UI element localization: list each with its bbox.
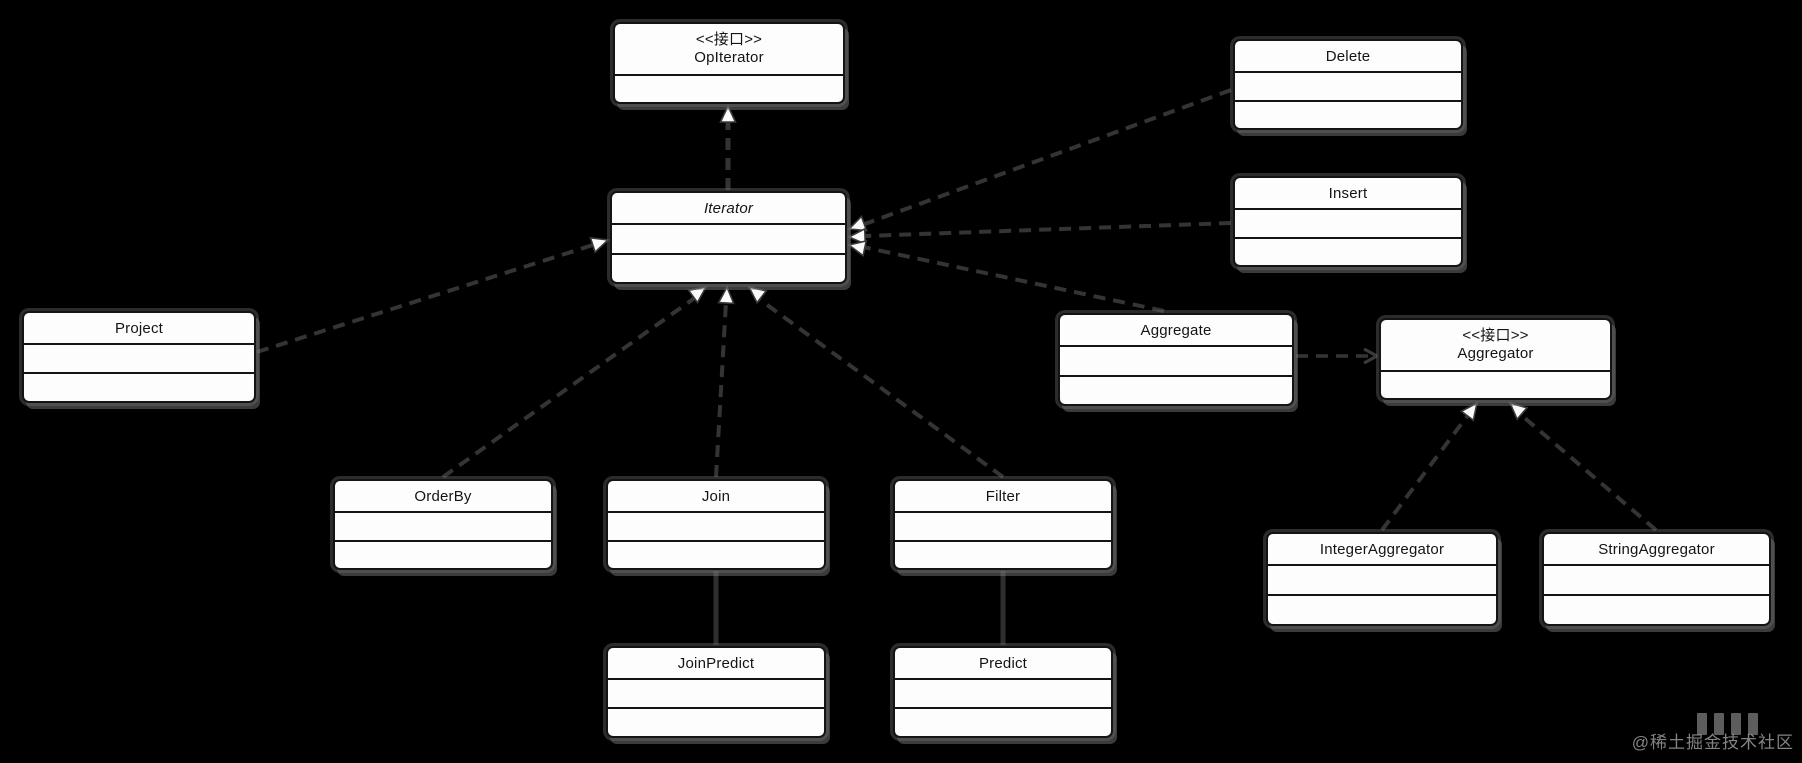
watermark-text: @稀土掘金技术社区 <box>1631 733 1794 752</box>
class-box-opiterator: <<接口>> OpIterator <box>613 22 845 104</box>
methods-compartment <box>612 252 845 283</box>
attributes-compartment <box>895 680 1111 707</box>
class-title: Insert <box>1235 178 1461 210</box>
attributes-compartment <box>895 513 1111 540</box>
class-box-delete: Delete <box>1233 39 1463 130</box>
class-box-orderby: OrderBy <box>333 479 553 570</box>
realization-delete-iterator <box>861 88 1232 227</box>
class-box-project: Project <box>22 311 256 403</box>
class-box-predict: Predict <box>893 646 1113 738</box>
stereotype-label: <<接口>> <box>1462 327 1529 344</box>
watermark-logo-fragment <box>1697 713 1758 735</box>
class-box-joinpredict: JoinPredict <box>606 646 826 738</box>
realization-insert-iterator <box>863 221 1232 238</box>
methods-compartment <box>1381 372 1610 398</box>
class-title: Predict <box>895 648 1111 680</box>
class-title: Filter <box>895 481 1111 513</box>
class-title: IntegerAggregator <box>1268 534 1496 566</box>
class-title: <<接口>> OpIterator <box>615 24 843 76</box>
attributes-compartment <box>1235 210 1461 237</box>
attributes-compartment <box>608 680 824 707</box>
arrowhead-iterator-right-2 <box>847 227 867 246</box>
methods-compartment <box>335 539 551 569</box>
attributes-compartment <box>335 513 551 540</box>
arrowhead-iterator-right-3 <box>847 239 868 258</box>
stereotype-label: <<接口>> <box>695 31 763 48</box>
class-title: Join <box>608 481 824 513</box>
class-box-join: Join <box>606 479 826 570</box>
class-title: JoinPredict <box>608 648 824 680</box>
arrowhead-iterator-left <box>589 236 610 254</box>
arrowhead-iterator-bottom-2 <box>717 285 735 305</box>
class-title: Delete <box>1235 41 1461 73</box>
realization-project-iterator <box>256 242 597 354</box>
realization-aggregate-iterator <box>862 245 1165 313</box>
methods-compartment <box>1268 594 1496 624</box>
arrowhead-aggregator-bottom-1 <box>1459 401 1479 422</box>
class-title: Project <box>24 313 254 345</box>
attributes-compartment <box>24 345 254 372</box>
methods-compartment <box>895 707 1111 736</box>
methods-compartment <box>1235 236 1461 266</box>
class-title: Iterator <box>612 193 845 225</box>
methods-compartment <box>1235 99 1461 129</box>
class-box-integeraggregator: IntegerAggregator <box>1266 532 1498 626</box>
methods-compartment <box>608 707 824 736</box>
arrowhead-iterator-bottom-1 <box>687 285 708 304</box>
class-box-insert: Insert <box>1233 176 1463 267</box>
class-box-iterator: Iterator <box>610 191 847 284</box>
attributes-compartment <box>1060 347 1292 375</box>
attributes-compartment <box>608 513 824 540</box>
class-box-stringaggregator: StringAggregator <box>1542 532 1771 626</box>
class-title: OrderBy <box>335 481 551 513</box>
realization-filter-iterator <box>757 297 1005 479</box>
methods-compartment <box>615 76 843 102</box>
realization-orderby-iterator <box>441 295 698 479</box>
methods-compartment <box>608 539 824 569</box>
class-box-filter: Filter <box>893 479 1113 570</box>
attributes-compartment <box>1544 566 1769 594</box>
arrowhead-opiterator <box>719 104 737 123</box>
class-title: <<接口>> Aggregator <box>1381 320 1610 372</box>
realization-stringaggregator-aggregator <box>1518 412 1658 532</box>
methods-compartment <box>895 539 1111 569</box>
attributes-compartment <box>1268 566 1496 594</box>
class-name: Aggregator <box>1457 345 1534 362</box>
arrowhead-aggregator-left-open <box>1363 347 1378 365</box>
class-box-aggregator: <<接口>> Aggregator <box>1379 318 1612 400</box>
realization-join-iterator <box>714 301 728 478</box>
realization-integeraggregator-aggregator <box>1380 413 1470 532</box>
methods-compartment <box>1544 594 1769 624</box>
attributes-compartment <box>612 225 845 253</box>
class-title: StringAggregator <box>1544 534 1769 566</box>
attributes-compartment <box>1235 73 1461 100</box>
arrowhead-iterator-bottom-3 <box>747 285 768 305</box>
class-title: Aggregate <box>1060 315 1292 347</box>
class-box-aggregate: Aggregate <box>1058 313 1294 406</box>
methods-compartment <box>1060 374 1292 405</box>
arrowhead-iterator-right-1 <box>847 215 868 232</box>
methods-compartment <box>24 372 254 401</box>
arrowhead-aggregator-bottom-2 <box>1508 401 1529 421</box>
class-name: OpIterator <box>694 49 764 66</box>
